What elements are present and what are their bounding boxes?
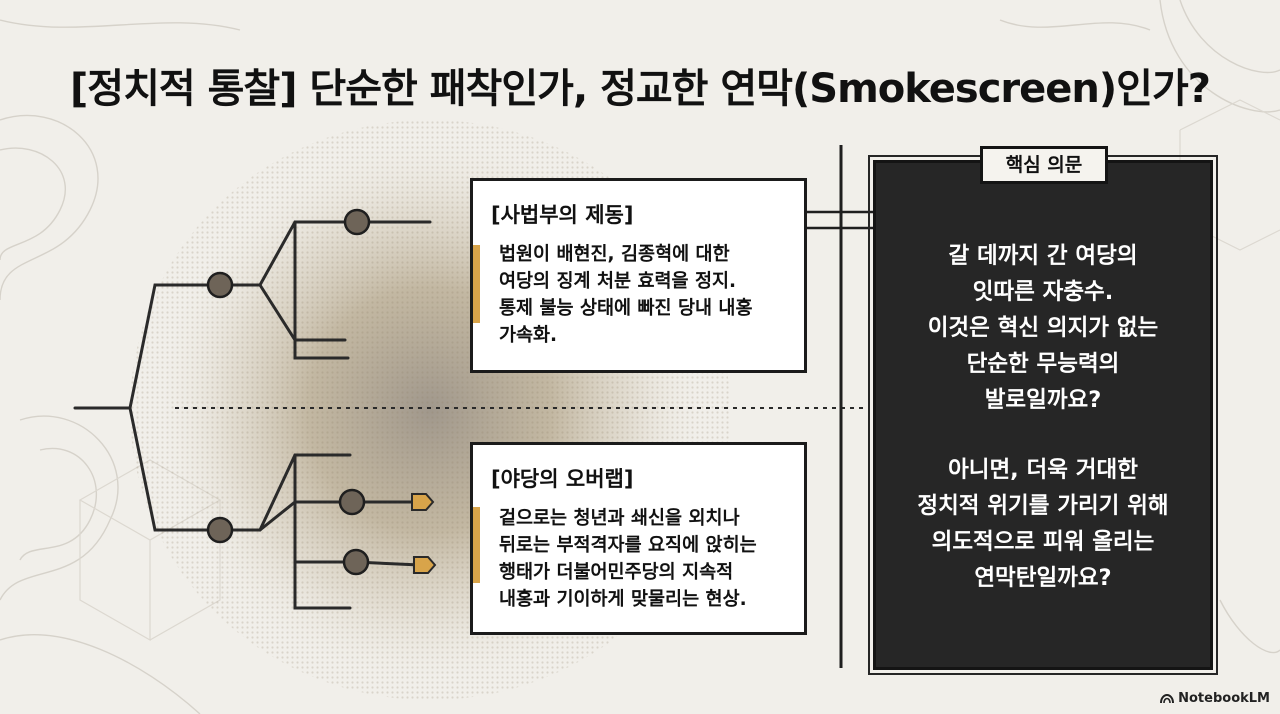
- tag-marker-1: [411, 493, 435, 511]
- card-title: [사법부의 제동]: [491, 203, 634, 227]
- card-accent-bar: [473, 245, 480, 323]
- node-lower: [206, 516, 234, 544]
- panel-question-2: 아니면, 더욱 거대한 정치적 위기를 가리기 위해 의도적으로 피워 올리는 …: [917, 457, 1169, 591]
- tag-marker-2: [413, 556, 437, 574]
- branch-upper: [128, 283, 222, 410]
- node-lower-leaf-1: [338, 488, 366, 516]
- card-body: 법원이 배현진, 김종혁에 대한 여당의 징계 처분 효력을 정지. 통제 불능…: [499, 244, 753, 346]
- card-judiciary: [사법부의 제동] 법원이 배현진, 김종혁에 대한 여당의 징계 처분 효력을…: [470, 178, 807, 373]
- upper-split-1: [218, 220, 357, 287]
- panel-question-1: 갈 데까지 간 여당의 잇따른 자충수. 이것은 혁신 의지가 없는 단순한 무…: [927, 243, 1159, 413]
- lower-split-2: [258, 500, 354, 532]
- key-question-panel: [868, 155, 1218, 675]
- node-lower-leaf-2: [342, 548, 370, 576]
- card-accent-bar: [473, 507, 480, 583]
- branch-lower: [128, 406, 222, 532]
- upper-stem: [293, 220, 350, 360]
- node-upper-leaf: [343, 208, 371, 236]
- node-upper: [206, 271, 234, 299]
- card-body: 겉으로는 청년과 쇄신을 외치나 뒤로는 부적격자를 요직에 앉히는 행태가 더…: [499, 508, 757, 610]
- card-opposition: [야당의 오버랩] 겉으로는 청년과 쇄신을 외치나 뒤로는 부적격자를 요직에…: [470, 442, 807, 635]
- lower-split-3: [293, 453, 352, 610]
- panel-tab-label: 핵심 의문: [980, 146, 1108, 184]
- brand-watermark: NotebookLM: [1160, 691, 1270, 706]
- page-title: [정치적 통찰] 단순한 패착인가, 정교한 연막(Smokescreen)인가…: [70, 66, 1211, 112]
- card-title: [야당의 오버랩]: [491, 467, 634, 491]
- upper-split-2: [258, 283, 347, 342]
- brand-name: NotebookLM: [1178, 691, 1270, 706]
- notebooklm-logo-icon: [1160, 693, 1175, 703]
